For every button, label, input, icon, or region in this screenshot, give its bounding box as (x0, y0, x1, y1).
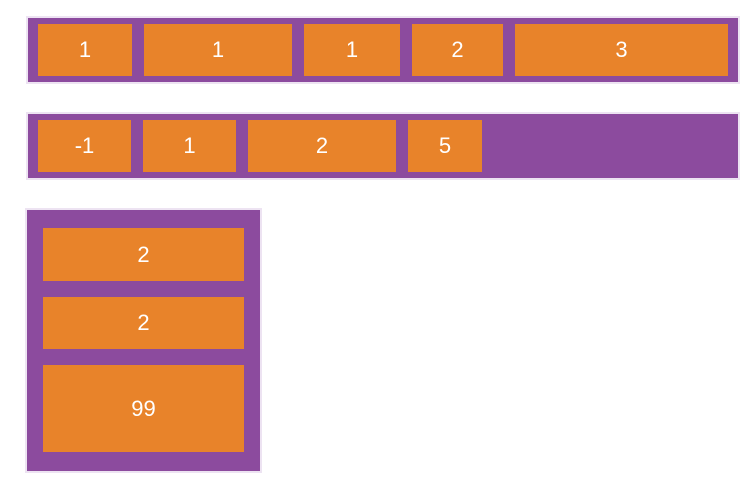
flex-container-row-2: -1 1 2 5 (28, 114, 738, 178)
flex-item: 5 (408, 120, 482, 172)
flex-item: 1 (38, 24, 132, 76)
flex-item: 1 (144, 24, 292, 76)
flex-item: 2 (412, 24, 503, 76)
flex-item: 99 (43, 365, 244, 452)
flex-item: -1 (38, 120, 131, 172)
flex-item: 1 (304, 24, 400, 76)
flex-item: 2 (43, 228, 244, 281)
flex-item: 2 (43, 297, 244, 349)
flex-item: 1 (143, 120, 236, 172)
flex-container-row-1: 1 1 1 2 3 (28, 18, 738, 82)
flex-item: 3 (515, 24, 728, 76)
flex-item: 2 (248, 120, 396, 172)
flex-container-column-1: 2 2 99 (27, 210, 260, 471)
